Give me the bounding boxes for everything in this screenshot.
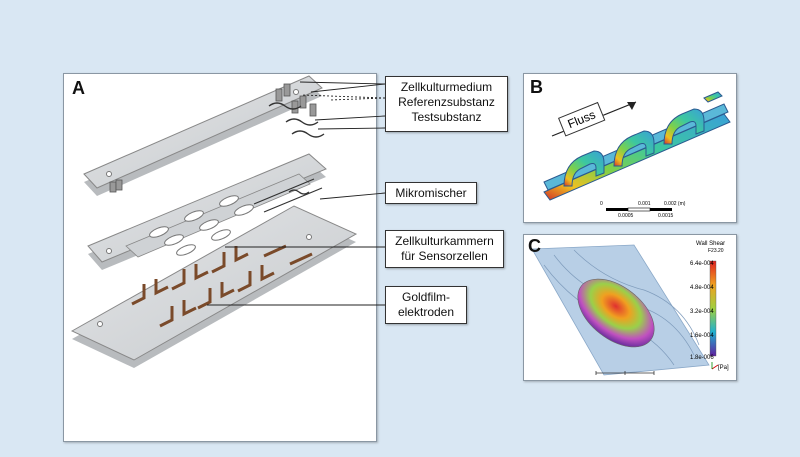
scale-bar: [606, 207, 672, 212]
panel-c-wall-shear-simulation: C Wall Shear: [523, 234, 737, 381]
legend-tick-0: 6.4e-004: [690, 261, 714, 267]
chip-layers-illustration: [70, 75, 358, 368]
legend-subtitle: F23.20: [708, 248, 724, 254]
scale-tick-2: 0.002 (m): [664, 201, 686, 207]
panel-b-letter: B: [530, 77, 543, 97]
mixer-label-box: Mikromischer: [385, 182, 477, 204]
inlet-labels-box: Zellkulturmedium Referenzsubstanz Testsu…: [385, 76, 508, 132]
legend-tick-4: 1.8e-006: [690, 355, 714, 361]
electrode-layer-plate: [70, 205, 358, 368]
label-zellkulturkammern: Zellkulturkammern: [395, 234, 494, 248]
mixer-layer-plate: [87, 153, 327, 270]
flow-surface: [531, 244, 710, 376]
label-referenzsubstanz: Referenzsubstanz: [398, 95, 495, 109]
panel-a-letter: A: [72, 78, 85, 98]
wall-shear-render: Wall Shear F23.20 6.4e-004 4.8e-004 3.2e…: [531, 241, 729, 376]
color-legend-bar: [709, 260, 717, 357]
axis-triad-icon: [711, 362, 719, 370]
scale-tick-4: 0.0015: [658, 213, 674, 219]
port-connectors: [109, 83, 317, 193]
scale-bar: [595, 371, 655, 375]
label-mikromischer: Mikromischer: [395, 186, 467, 200]
chambers-label-box: Zellkulturkammern für Sensorzellen: [385, 230, 504, 268]
label-testsubstanz: Testsubstanz: [411, 110, 482, 124]
panel-b-flow-simulation: B 0 0.001: [523, 73, 737, 223]
label-goldfilm: Goldfilm-: [401, 290, 450, 304]
electrodes-label-box: Goldfilm- elektroden: [385, 286, 467, 324]
legend-tick-3: 1.6e-004: [690, 333, 714, 339]
flow-channel-render: 0 0.001 0.002 (m) 0.0005 0.0015: [543, 91, 731, 219]
serpentine-channels: [543, 91, 731, 201]
legend-tick-1: 4.8e-004: [690, 285, 714, 291]
legend-tick-2: 3.2e-004: [690, 309, 714, 315]
panel-c-letter: C: [528, 236, 541, 256]
scale-tick-0: 0: [600, 201, 603, 207]
label-zellkulturmedium: Zellkulturmedium: [400, 80, 493, 94]
label-fuer-sensorzellen: für Sensorzellen: [401, 249, 488, 263]
legend-title: Wall Shear: [696, 241, 725, 247]
legend-unit: [Pa]: [718, 365, 729, 371]
gold-electrodes: [131, 244, 313, 328]
scale-tick-1: 0.001: [638, 201, 651, 207]
label-elektroden: elektroden: [397, 305, 455, 319]
scale-tick-3: 0.0005: [618, 213, 634, 219]
panel-a-exploded-chip-view: A: [63, 73, 377, 442]
top-layer-plate: [83, 75, 325, 196]
